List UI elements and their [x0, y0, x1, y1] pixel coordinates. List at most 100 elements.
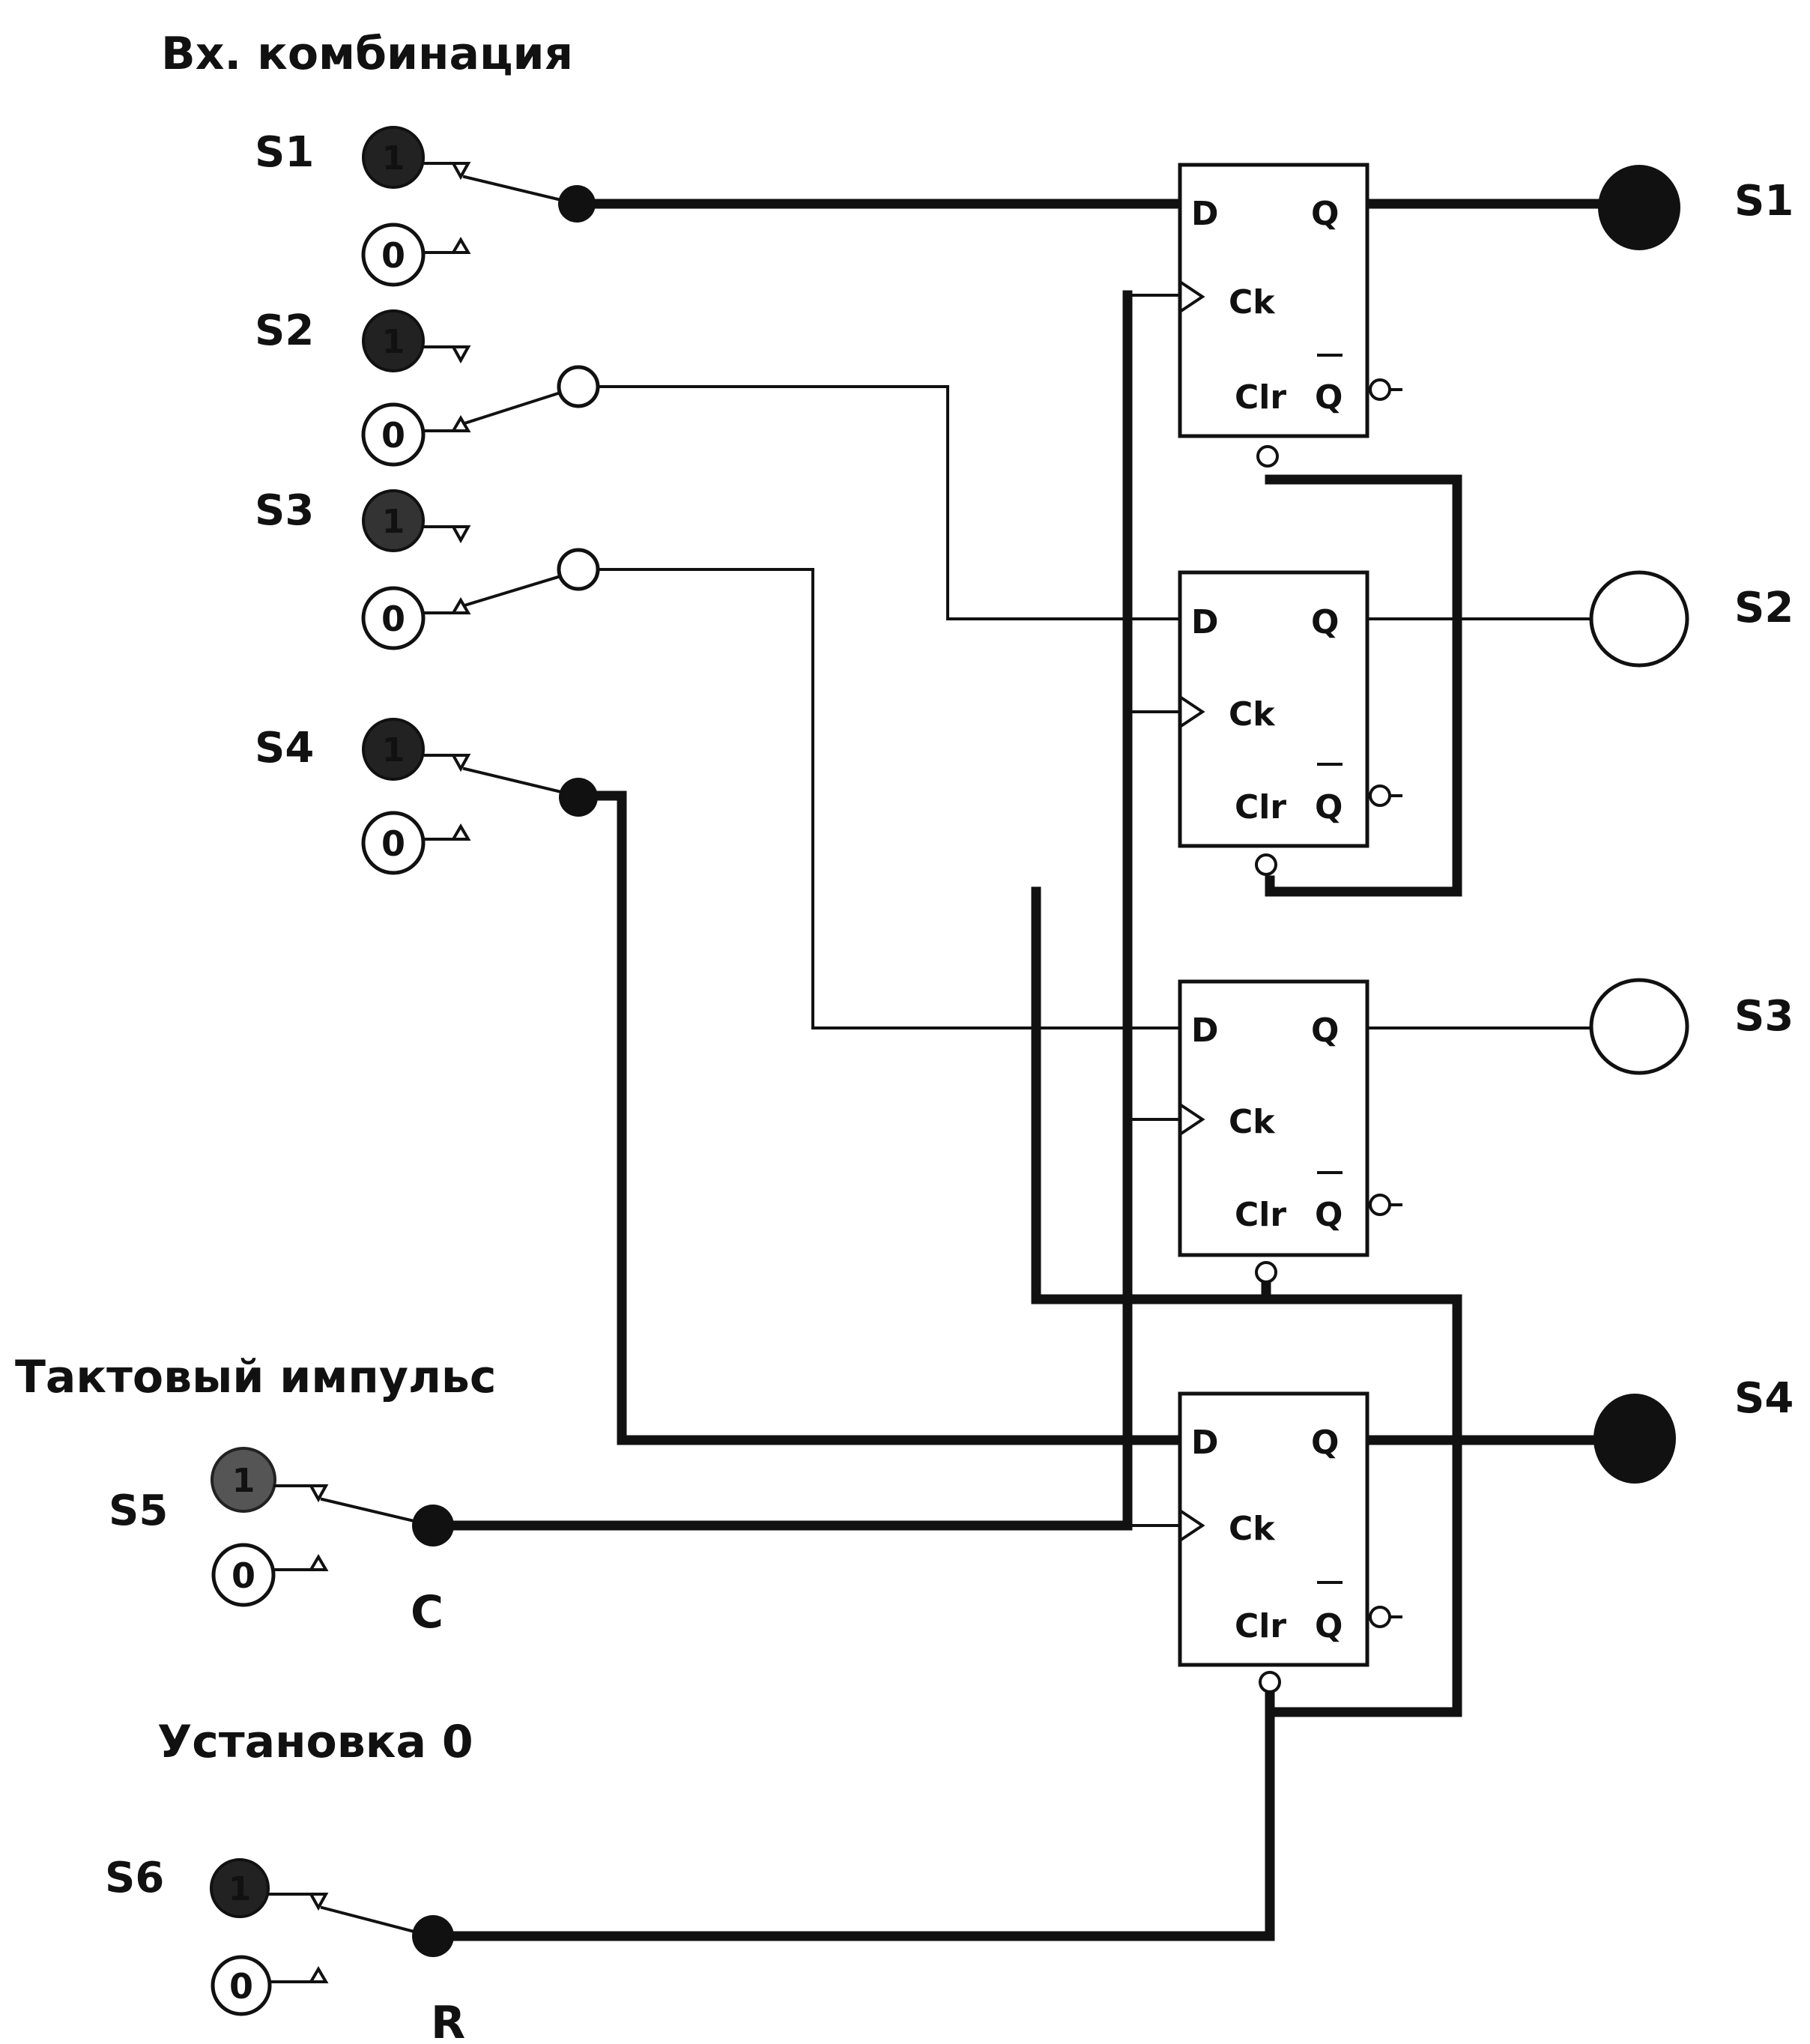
d-flipflop-3: D Q Ck Clr Q	[1178, 979, 1402, 1283]
clock-edge-icon	[1178, 695, 1205, 728]
pin-q-label: Q	[1311, 1424, 1339, 1462]
input-switch-s4[interactable]: S4 1 0	[255, 718, 598, 875]
contact-down-icon	[450, 525, 471, 544]
lamp-label: S3	[1734, 992, 1794, 1041]
wire-clr-ff1	[1265, 474, 1462, 897]
pin-q-label: Q	[1311, 195, 1339, 233]
pin-qbar-label: Q	[1315, 378, 1343, 417]
switch-node-on	[412, 1915, 454, 1957]
terminal-zero-label: 0	[381, 415, 405, 456]
terminal-zero-label: 0	[381, 823, 405, 864]
pin-clr-label: Clr	[1235, 378, 1286, 417]
d-flipflop-2: D Q Ck Clr Q	[1178, 570, 1402, 876]
inputs-section-title: Вх. комбинация	[161, 28, 573, 80]
flipflop-body	[1178, 979, 1369, 1257]
switch-label: S3	[255, 486, 314, 535]
switch-zero-terminal	[361, 811, 426, 875]
contact-up-icon	[450, 597, 471, 614]
switch-zero-terminal	[361, 223, 426, 287]
contact-up-icon	[450, 415, 471, 432]
clr-bubble-icon	[1259, 1671, 1281, 1693]
pin-d-label: D	[1191, 1424, 1219, 1462]
pin-clr-label: Clr	[1235, 788, 1286, 826]
clock-switch-s5[interactable]: S5 1 0 C	[109, 1447, 454, 1639]
output-lamp-s3: S3	[1589, 978, 1794, 1075]
pin-ck-label: Ck	[1229, 283, 1276, 321]
wire-clock-bus	[429, 290, 1133, 1531]
reset-section-title: Установка 0	[157, 1716, 473, 1768]
input-switch-s2[interactable]: S2 1 0	[255, 306, 600, 467]
pin-ck-label: Ck	[1229, 695, 1276, 734]
qbar-bubble-icon	[1369, 1194, 1391, 1216]
pin-clr-label: Clr	[1235, 1196, 1286, 1234]
pin-qbar-label: Q	[1315, 1607, 1343, 1645]
pin-d-label: D	[1191, 1012, 1219, 1050]
switch-lever	[462, 766, 579, 798]
pin-d-label: D	[1191, 603, 1219, 641]
flipflop-body	[1178, 1391, 1369, 1667]
switch-zero-terminal	[361, 402, 426, 467]
qbar-bubble-icon	[1369, 784, 1391, 807]
clock-section-title: Тактовый импульс	[15, 1351, 496, 1403]
terminal-one-label: 1	[382, 139, 405, 178]
switch-one-terminal	[362, 126, 425, 189]
input-switch-s3[interactable]: S3 1 0	[255, 486, 600, 650]
switch-label: S6	[105, 1854, 164, 1902]
flipflop-body	[1178, 570, 1369, 848]
contact-down-icon	[450, 754, 471, 772]
output-lamp-s4: S4	[1593, 1374, 1794, 1484]
switch-node-off	[557, 548, 600, 591]
output-lamp-s1: S1	[1598, 165, 1794, 250]
pin-qbar-label: Q	[1315, 1196, 1343, 1234]
clr-bubble-icon	[1256, 445, 1279, 468]
clr-bubble-icon	[1255, 853, 1277, 876]
switch-node-off	[557, 365, 600, 408]
contact-up-icon	[308, 1966, 329, 1983]
lamp-label: S4	[1734, 1374, 1794, 1423]
switch-zero-terminal	[211, 1543, 276, 1607]
switch-lever	[462, 175, 579, 206]
d-flipflop-4: D Q Ck Clr Q	[1178, 1391, 1402, 1693]
switch-node-on	[412, 1505, 454, 1546]
lamp-on-indicator	[1598, 165, 1680, 250]
switch-label: S5	[109, 1487, 168, 1535]
switch-lever	[462, 391, 560, 426]
reset-switch-s6[interactable]: S6 1 0 R	[105, 1854, 465, 2044]
switch-node-on	[559, 778, 598, 817]
pin-qbar-label: Q	[1315, 788, 1343, 826]
clock-edge-icon	[1178, 280, 1205, 313]
switch-one-terminal	[362, 489, 425, 552]
switch-one-terminal	[362, 718, 425, 781]
pin-clr-label: Clr	[1235, 1607, 1286, 1645]
wires	[428, 199, 1608, 1941]
wire-s4-to-ff4-d	[573, 790, 1185, 1445]
pin-d-label: D	[1191, 195, 1219, 233]
clr-bubble-icon	[1255, 1261, 1277, 1283]
lamp-label: S2	[1734, 584, 1794, 632]
contact-up-icon	[450, 237, 471, 254]
switch-lever	[462, 575, 560, 608]
terminal-one-label: 1	[382, 731, 405, 769]
contact-down-icon	[450, 162, 471, 181]
clock-edge-icon	[1178, 1509, 1205, 1542]
pin-ck-label: Ck	[1229, 1510, 1276, 1548]
wire-s3-to-ff3-d	[577, 568, 1181, 1029]
switch-zero-terminal	[361, 586, 426, 650]
lamp-off-indicator	[1589, 570, 1689, 668]
terminal-zero-label: 0	[231, 1555, 255, 1596]
output-lamp-s2: S2	[1589, 570, 1794, 668]
d-flipflop-1: D Q Ck Clr Q	[1178, 163, 1402, 468]
switch-label: S1	[255, 128, 314, 177]
qbar-bubble-icon	[1369, 378, 1391, 401]
input-switch-s1[interactable]: S1 1 0	[255, 126, 596, 287]
clock-edge-icon	[1178, 1103, 1205, 1136]
switch-node-on	[558, 185, 596, 223]
lamp-off-indicator	[1589, 978, 1689, 1075]
switch-label: S2	[255, 306, 314, 355]
wire-s2-to-ff2-d	[577, 385, 1181, 620]
clock-node-label: C	[411, 1586, 444, 1639]
pin-ck-label: Ck	[1229, 1103, 1276, 1141]
terminal-zero-label: 0	[381, 235, 405, 276]
pin-q-label: Q	[1311, 1012, 1339, 1050]
switch-one-terminal	[211, 1447, 276, 1513]
